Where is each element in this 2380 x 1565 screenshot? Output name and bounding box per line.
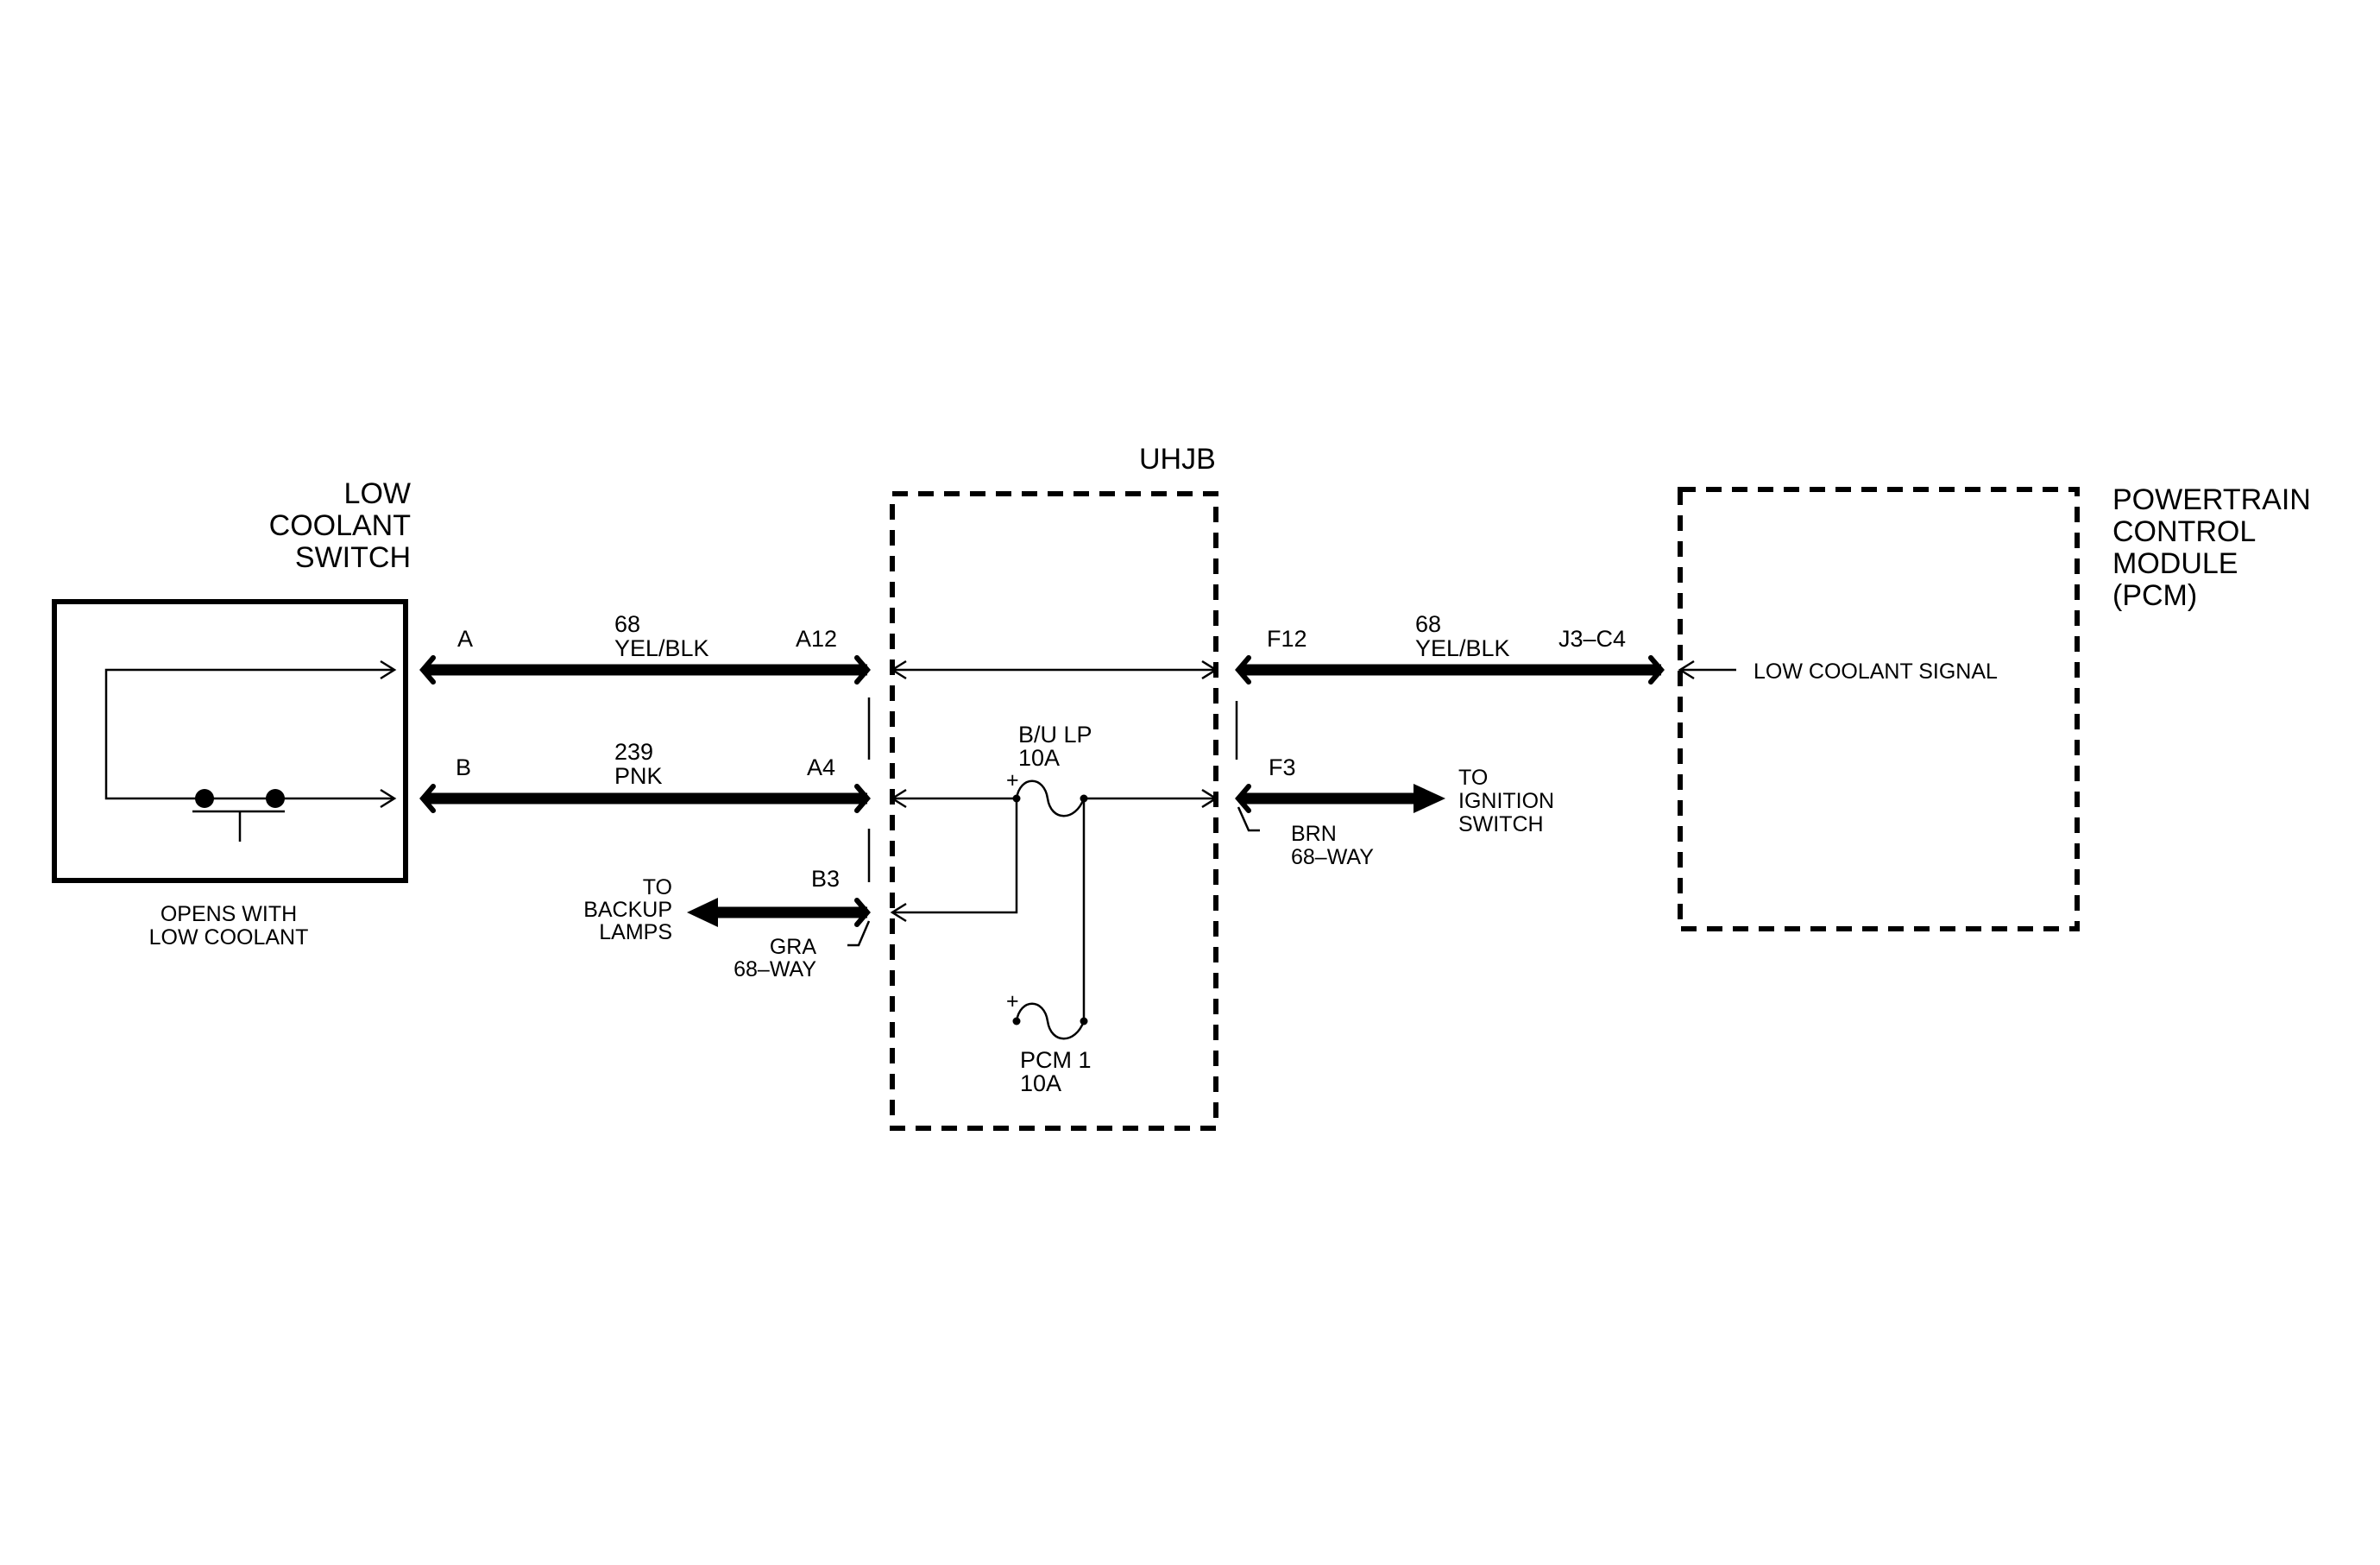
switch-contact-right-icon	[266, 789, 285, 808]
to-backup-line-3: LAMPS	[599, 920, 672, 944]
switch-label-line-3: SWITCH	[295, 541, 411, 574]
switch-box	[52, 599, 408, 883]
pin-label-b3: B3	[811, 866, 840, 892]
fuse-pcm1-polarity: +	[1006, 989, 1019, 1013]
fuse-bu-lp-rating: 10A	[1018, 745, 1060, 771]
circuit-number-68-left: 68	[614, 611, 640, 637]
circuit-68-yel-blk-right: F12 68 YEL/BLK J3–C4	[1235, 611, 1665, 685]
fuse-pcm1-rating: 10A	[1020, 1070, 1061, 1096]
switch-internal-wire	[104, 668, 393, 800]
connector-f12-icon	[1235, 655, 1251, 685]
pcm-box	[1678, 487, 2080, 931]
switch-note-line-1: OPENS WITH	[161, 902, 297, 926]
pin-label-f12: F12	[1267, 626, 1307, 652]
pcm-input-arrow-icon	[1678, 659, 1695, 680]
to-backup-line-2: BACKUP	[583, 898, 672, 922]
switch-label-line-2: COOLANT	[269, 509, 411, 542]
pin-label-b: B	[456, 754, 471, 780]
pcm-label-line-1: POWERTRAIN	[2112, 483, 2311, 516]
pin-label-a4: A4	[807, 754, 835, 780]
connector-b3-icon	[854, 898, 871, 927]
pin-label-j3-c4: J3–C4	[1558, 626, 1626, 652]
fuse-pcm1-name: PCM 1	[1020, 1047, 1092, 1073]
pcm-label-line-2: CONTROL	[2112, 515, 2256, 548]
connector-68-way-right: 68–WAY	[1291, 845, 1374, 869]
uhjb-f12-arrow-icon	[1201, 659, 1218, 680]
fuse-bu-lp-polarity: +	[1006, 768, 1019, 792]
connector-j3-c4-icon	[1648, 655, 1665, 685]
uhjb-f3-arrow-icon	[1201, 788, 1218, 809]
wire-color-yel-blk-left: YEL/BLK	[614, 635, 709, 661]
brn-leader-line	[1237, 806, 1260, 832]
connector-a12-icon	[854, 655, 871, 685]
uhjb-label: UHJB	[1139, 443, 1216, 476]
fuse-pcm1-terminal-right	[1080, 1017, 1088, 1025]
switch-note-line-2: LOW COOLANT	[149, 925, 309, 950]
arrow-to-backup-lamps-icon	[687, 898, 718, 927]
uhjb-b3-wire	[892, 798, 1018, 914]
fuse-bu-lp-icon	[1015, 779, 1086, 817]
fuse-bu-lp-name: B/U LP	[1018, 722, 1092, 748]
switch-pin-b-arrow-icon	[380, 788, 397, 809]
wire-color-yel-blk-right: YEL/BLK	[1415, 635, 1510, 661]
pcm-label-line-4: (PCM)	[2112, 579, 2197, 612]
arrow-to-ignition-switch-icon	[1414, 784, 1445, 813]
gra-leader-line	[847, 920, 871, 947]
circuit-number-239: 239	[614, 739, 653, 765]
pin-label-a12: A12	[796, 626, 837, 652]
pin-label-f3: F3	[1269, 754, 1296, 780]
connector-a4-icon	[854, 784, 871, 813]
circuit-brn-ignition: F3 TO IGNITION SWITCH BRN 68–WAY	[1235, 754, 1554, 869]
to-ignition-line-2: IGNITION	[1458, 789, 1554, 813]
switch-label-line-1: LOW	[344, 477, 411, 510]
wire-color-brn: BRN	[1291, 822, 1337, 846]
connector-b-icon	[419, 784, 436, 813]
pcm-label-line-3: MODULE	[2112, 547, 2238, 580]
to-ignition-line-1: TO	[1458, 766, 1488, 790]
connector-a-icon	[419, 655, 436, 685]
wire-color-gra: GRA	[770, 935, 817, 959]
powertrain-control-module: POWERTRAIN CONTROL MODULE (PCM) LOW COOL…	[1678, 483, 2311, 931]
connector-f3-icon	[1235, 784, 1251, 813]
fuse-pcm1-terminal-left	[1012, 1017, 1021, 1025]
pin-label-a: A	[457, 626, 473, 652]
wire-color-pnk: PNK	[614, 763, 663, 789]
to-backup-line-1: TO	[643, 875, 672, 899]
uhjb-box	[890, 491, 1218, 1131]
switch-pin-a-arrow-icon	[380, 659, 397, 680]
circuit-number-68-right: 68	[1415, 611, 1441, 637]
fuse-pcm1-icon	[1015, 1002, 1086, 1040]
circuit-68-yel-blk-left: A 68 YEL/BLK A12	[419, 611, 871, 685]
low-coolant-switch: LOW COOLANT SWITCH OPENS WITH LOW COOLAN…	[52, 477, 411, 950]
connector-68-way-left: 68–WAY	[734, 957, 816, 981]
switch-contact-left-icon	[195, 789, 214, 808]
uhjb-a4-arrow-icon	[890, 788, 907, 809]
uhjb-a12-arrow-icon	[890, 659, 907, 680]
uhjb: UHJB + B/U LP 10A + PCM 1 10A	[867, 443, 1238, 1131]
circuit-239-pnk: B 239 PNK A4	[419, 739, 871, 813]
circuit-gra-backup-lamps: B3 TO BACKUP LAMPS GRA 68–WAY	[583, 866, 871, 981]
uhjb-b3-arrow-icon	[890, 902, 907, 923]
to-ignition-line-3: SWITCH	[1458, 812, 1544, 836]
pcm-signal-label: LOW COOLANT SIGNAL	[1754, 659, 1998, 684]
